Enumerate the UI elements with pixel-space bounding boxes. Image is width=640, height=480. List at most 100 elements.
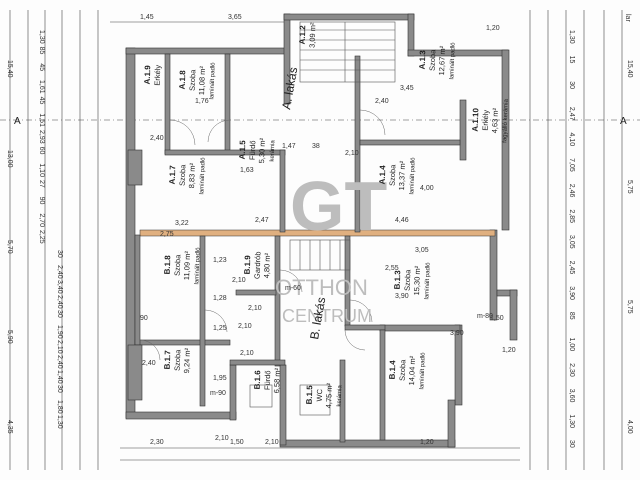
- bottom-dim-0: 2,30: [150, 439, 164, 446]
- room-name: Szoba: [188, 69, 198, 91]
- right_dims_inner-9: 2,45: [568, 261, 575, 275]
- interior-dim-20: 3,90: [450, 330, 464, 337]
- room-area: 12,67 m²: [437, 45, 447, 75]
- room-floor: laminált padló: [424, 262, 431, 300]
- interior-dim-1: 1,76: [195, 98, 209, 105]
- room-name: Szoba: [403, 269, 413, 291]
- right_dims_inner-1: 15: [568, 56, 575, 64]
- left_dims_inner-3: 1,61: [38, 80, 45, 94]
- interior-dim-27: 1,20: [502, 347, 516, 354]
- interior-dim-14: 2,10: [238, 323, 252, 330]
- room-area: 4,63 m²: [490, 107, 500, 133]
- room-id: A.1.7: [168, 165, 178, 185]
- right_dims_inner-15: 1,30: [568, 414, 575, 428]
- room-name: Szoba: [398, 359, 408, 381]
- room-id: B.1.4: [388, 360, 398, 380]
- room-id: B.1.8: [163, 255, 173, 275]
- right_dims_inner-0: 1,30: [568, 30, 575, 44]
- room-area: 5,30 m²: [257, 137, 267, 163]
- bottom-dim-2: 2,10: [265, 439, 279, 446]
- room-area: 15,30 m²: [412, 265, 422, 295]
- walls: [125, 13, 518, 448]
- left_dims_inner-7: 60: [38, 147, 45, 155]
- room-name: Erkély: [481, 109, 491, 130]
- interior-dim-13: 2,10: [232, 277, 246, 284]
- left_dims_inner-2: 45: [38, 63, 45, 71]
- room-area: 4,80 m²: [262, 252, 272, 278]
- room-id: B.1.5: [305, 385, 315, 405]
- interior-dim-30: 1,28: [213, 295, 227, 302]
- section-marker-left: A: [14, 116, 21, 127]
- top-right-dim: 1,20: [486, 25, 500, 32]
- room-name: Fürdő: [248, 140, 258, 160]
- interior-dim-18: 2,40: [142, 360, 156, 367]
- left_dims_inner-1: 85: [38, 47, 45, 55]
- interior-dim-21: 2,10: [215, 435, 229, 442]
- right_dims_outer-0: 15,40: [626, 60, 633, 78]
- right_dims_inner-16: 30: [568, 440, 575, 448]
- room-area: 3,09 m²: [308, 22, 318, 48]
- watermark-logo: GT: [290, 167, 387, 245]
- left_dims_inner-15: 3,40: [56, 280, 63, 294]
- room-name: Szoba: [173, 254, 183, 276]
- left_dims_outer-4: 4,35: [6, 420, 13, 434]
- bottom-dim-3: 1,20: [420, 439, 434, 446]
- room-area: 9,24 m²: [182, 347, 192, 373]
- left_dims_inner-19: 2,10: [56, 340, 63, 354]
- room-floor: laminált padló: [209, 62, 216, 100]
- left_dims_outer-3: 5,90: [6, 330, 13, 344]
- room-area: 13,37 m²: [397, 160, 407, 190]
- room-floor: kerámia: [337, 385, 344, 407]
- room-area: 8,83 m²: [187, 162, 197, 188]
- interior-dim-16: 3,90: [395, 293, 409, 300]
- interior-dim-24: m-80: [477, 313, 493, 320]
- right_dims_inner-7: 2,85: [568, 209, 575, 223]
- dimension-lines: [0, 10, 640, 470]
- room-id: A.1.2: [298, 25, 308, 45]
- right_dims_inner-14: 3,60: [568, 389, 575, 403]
- interior-dim-29: 1,23: [213, 257, 227, 264]
- room-name: Erkély: [153, 64, 163, 85]
- interior-dim-8: 2,47: [255, 217, 269, 224]
- interior-dim-17: 2,10: [248, 305, 262, 312]
- interior-dim-26: 1,50: [490, 315, 504, 322]
- staircase: [289, 21, 396, 271]
- room-floor: laminált padló: [409, 157, 416, 195]
- room-floor: laminált padló: [194, 247, 201, 285]
- room-area: 11,09 m²: [182, 250, 192, 280]
- left_dims_inner-12: 2,25: [38, 230, 45, 244]
- left_dims_inner-17: 30: [56, 310, 63, 318]
- right_dims_inner-3: 2,47: [568, 107, 575, 121]
- top-dim-1: 3,65: [228, 14, 242, 21]
- room-id: B.1.9: [243, 255, 253, 275]
- interior-dim-19: 2,10: [240, 350, 254, 357]
- dimension-texts: 15,4013,005,705,904,351,3085451,61451,51…: [6, 30, 633, 448]
- doors: [139, 109, 386, 416]
- room-id: A.1.5: [238, 140, 248, 160]
- interior-dim-3: 2,40: [375, 98, 389, 105]
- apartment-label-a: A. lakás: [279, 66, 300, 110]
- interior-dim-28: 1,63: [240, 167, 254, 174]
- interior-dim-2: 3,45: [400, 85, 414, 92]
- room-id: A.1.10: [471, 107, 481, 131]
- left_dims_inner-13: 30: [56, 250, 63, 258]
- room-name: Szoba: [173, 349, 183, 371]
- right_dims_outer-1: 5,75: [626, 180, 633, 194]
- room-name: Szoba: [178, 164, 188, 186]
- right_dims_inner-13: 2,30: [568, 363, 575, 377]
- corner-label: lar: [624, 14, 631, 22]
- interior-dim-12: 3,05: [415, 247, 429, 254]
- interior-dim-4: 1,47: [282, 143, 296, 150]
- left_dims_inner-23: 1,80: [56, 400, 63, 414]
- right_dims_inner-10: 3,90: [568, 286, 575, 300]
- right_dims_inner-8: 3,05: [568, 235, 575, 249]
